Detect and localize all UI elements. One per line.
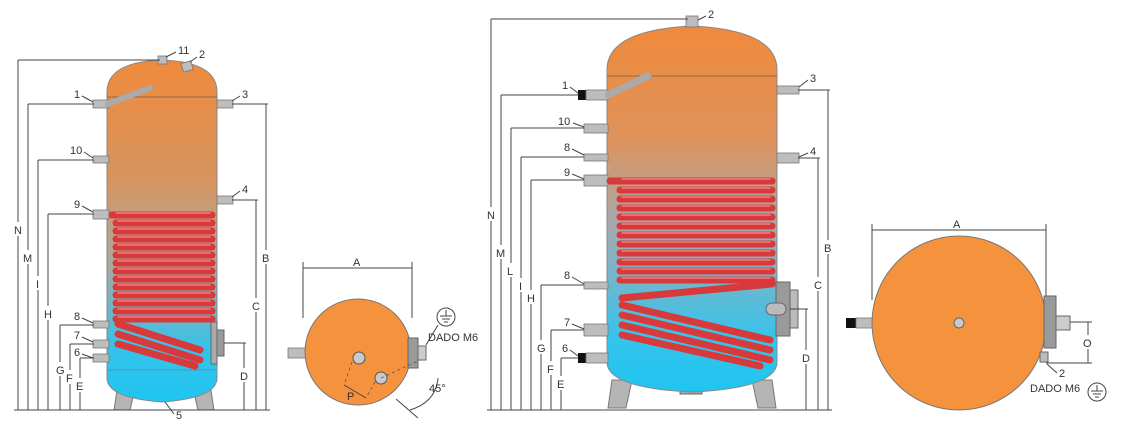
dim-label-I: I <box>36 279 39 291</box>
top-view-2-offset-label: O <box>1083 338 1092 350</box>
callout2-2: 2 <box>708 9 714 21</box>
tank-2-connection-6 <box>585 352 609 364</box>
callout2-9: 9 <box>564 167 570 179</box>
callout-2: 2 <box>199 49 205 61</box>
top-view-1-flange <box>407 337 419 369</box>
top-view-1-port-a <box>352 351 366 365</box>
callout-4: 4 <box>242 184 248 196</box>
top-view-1-nut-label: DADO M6 <box>428 332 478 344</box>
dim-label-I2: I <box>519 281 522 293</box>
callout-5: 5 <box>176 410 182 422</box>
tank-2-connection-3 <box>776 85 800 95</box>
dim-label-N: N <box>14 225 22 237</box>
callout2-3: 3 <box>810 73 816 85</box>
callout2-6: 6 <box>562 343 568 355</box>
dim-label-F: F <box>66 373 73 385</box>
tank-2-dimensions: N M L I H G F E B C D <box>486 18 834 411</box>
callout2-1: 1 <box>562 80 568 92</box>
tank-2-connection-2 <box>685 15 699 28</box>
callout2-4: 4 <box>810 146 816 158</box>
callout-1: 1 <box>74 89 80 101</box>
tank-1-callouts: 11 2 1 3 10 4 9 8 7 6 5 <box>70 45 248 422</box>
tank-1-connection-7 <box>92 339 110 349</box>
callout-11: 11 <box>178 45 189 57</box>
ground-icon-2 <box>1087 382 1107 402</box>
callout-8: 8 <box>74 311 80 323</box>
callout-6: 6 <box>74 347 80 359</box>
top-view-2-connection-label: 2 <box>1059 368 1065 380</box>
dim-label-M: M <box>23 253 32 265</box>
tank-1 <box>92 55 234 411</box>
callout-7: 7 <box>74 330 80 342</box>
tank-1-connection-4 <box>216 195 234 205</box>
tank-1-coil <box>108 211 216 370</box>
dim-label-H2: H <box>527 293 535 305</box>
top-view-1: A P 45° DADO M6 <box>287 257 478 419</box>
dim-label-E: E <box>76 381 83 393</box>
tank-1-connection-6 <box>92 353 110 363</box>
tank-2-connection-4 <box>776 152 800 164</box>
top-view-2-stud <box>1039 351 1049 363</box>
top-view-2-flange <box>1043 295 1057 349</box>
top-view-1-pitch-label: P <box>347 391 354 403</box>
dim-label-L2: L <box>507 266 513 278</box>
tank-2-callouts: 2 1 3 10 8 4 9 8 7 6 <box>558 9 816 357</box>
callout2-10: 10 <box>558 116 570 128</box>
dim-label-M2: M <box>496 248 505 260</box>
dim-label-C2: C <box>814 280 822 292</box>
dim-label-G2: G <box>537 343 546 355</box>
top-view-1-width-label: A <box>353 257 361 269</box>
tank-1-connection-10 <box>92 155 110 164</box>
dim-label-E2: E <box>557 379 564 391</box>
callout-10: 10 <box>70 145 82 157</box>
dim-label-F2: F <box>547 364 554 376</box>
tank-2-connection-9 <box>583 174 609 187</box>
dim-label-D: D <box>240 371 248 383</box>
top-view-2: A O 2 DADO M6 <box>846 219 1107 411</box>
tank-2-leg-right <box>751 379 777 409</box>
tank-2-connection-10 <box>583 123 609 134</box>
dim-label-B2: B <box>824 243 831 255</box>
callout2-8b: 8 <box>564 270 570 282</box>
tank-2-connection-8 <box>583 153 609 162</box>
dim-label-H: H <box>44 309 52 321</box>
tank-1-connection-2 <box>180 60 194 73</box>
dim-label-G: G <box>56 365 65 377</box>
dim-label-B: B <box>262 253 269 265</box>
top-view-2-nut-label: DADO M6 <box>1030 383 1080 395</box>
tank-2-leg-left <box>607 379 633 409</box>
tank-2-connection-1 <box>578 90 586 100</box>
callout-9: 9 <box>74 199 80 211</box>
callout2-7: 7 <box>564 317 570 329</box>
top-view-2-black-pipe <box>846 318 856 328</box>
tank-1-connection-3 <box>216 99 234 109</box>
callout-3: 3 <box>242 89 248 101</box>
tank-1-connection-9 <box>92 209 110 220</box>
top-view-2-width-label: A <box>953 219 961 231</box>
tank-2-coil <box>606 177 776 370</box>
tank-2-connection-8b <box>583 281 609 290</box>
tank-2 <box>578 15 800 409</box>
tank-1-dimensions: N M I H G F E B C D <box>13 59 272 411</box>
ground-icon <box>436 307 456 327</box>
dim-label-C: C <box>252 301 260 313</box>
tank-1-connection-8 <box>92 320 110 329</box>
dim-label-D2: D <box>802 353 810 365</box>
top-view-1-angle-label: 45° <box>429 383 446 395</box>
tank-2-connection-7 <box>583 323 609 337</box>
top-view-2-center <box>953 317 965 329</box>
dim-label-N2: N <box>487 210 495 222</box>
callout2-8: 8 <box>564 142 570 154</box>
